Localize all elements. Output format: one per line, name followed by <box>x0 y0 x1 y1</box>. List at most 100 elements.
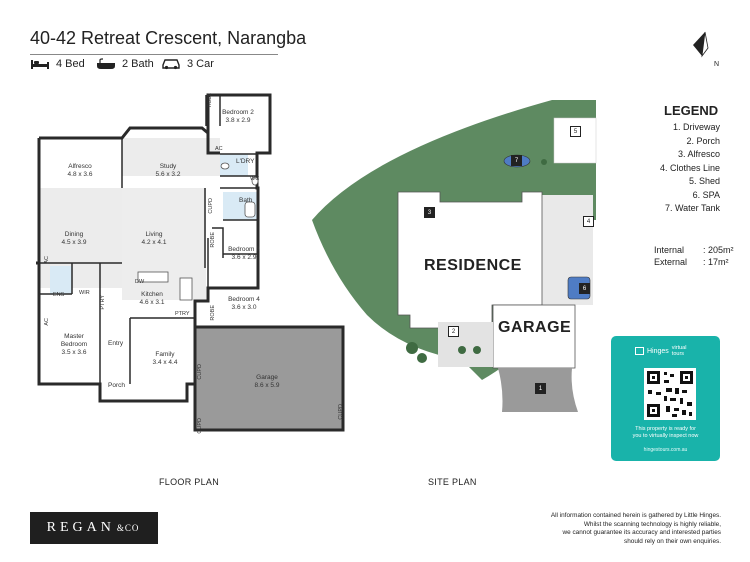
dishwasher-label: DW <box>135 279 145 285</box>
master-size: 3.5 x 3.6 <box>61 349 87 356</box>
robe-label-2: ROBE <box>210 232 216 248</box>
legend-item: 6. SPA <box>692 189 720 200</box>
bedroom3-label: Bedroom 3 3.6 x 2.9 <box>224 246 264 262</box>
marker-alfresco: 3 <box>424 207 435 218</box>
ensuite-label: ENS <box>53 292 65 298</box>
garage-room-name: Garage <box>256 374 278 381</box>
bedroom4-label: Bedroom 4 3.6 x 3.0 <box>224 296 264 312</box>
car-icon <box>162 59 180 70</box>
study-label: Study 5.6 x 3.2 <box>148 163 188 179</box>
ac-label-3: AC <box>44 318 50 326</box>
family-size: 3.4 x 4.4 <box>152 359 178 366</box>
disclaimer-line: Whilst the scanning technology is highly… <box>583 520 721 528</box>
tour-brand-name: Hinges <box>647 347 669 355</box>
legend-title: LEGEND <box>664 103 719 118</box>
kitchen-name: Kitchen <box>141 291 163 298</box>
study-size: 5.6 x 3.2 <box>155 171 181 178</box>
dining-name: Dining <box>64 231 84 238</box>
tour-caption-line-1: This property is ready for <box>635 426 696 432</box>
kitchen-size: 4.6 x 3.1 <box>139 299 165 306</box>
legend-item: 5. Shed <box>688 176 720 186</box>
external-area-label: External <box>654 257 688 267</box>
living-name: Living <box>145 231 163 238</box>
bedroom2-name: Bedroom 2 <box>222 109 254 116</box>
disclaimer-line: we cannot guarantee its accuracy and int… <box>562 529 721 537</box>
tour-url[interactable]: hingestours.com.au <box>643 447 688 453</box>
bedroom4-size: 3.6 x 3.0 <box>231 304 257 311</box>
bed-count-label: 4 Bed <box>56 58 85 70</box>
legend-item: 2. Porch <box>686 135 720 146</box>
floor-plan <box>36 93 345 432</box>
virtual-tour-card[interactable]: Hinges virtual tours This property is re… <box>611 336 720 461</box>
wc-label: WC <box>250 176 260 182</box>
marker-porch: 2 <box>448 326 459 337</box>
title-divider <box>30 54 278 55</box>
family-name: Family <box>155 351 175 358</box>
qr-code-icon <box>644 368 696 420</box>
site-plan-caption: SITE PLAN <box>428 477 477 487</box>
laundry-label: L'DRY <box>236 158 255 165</box>
disclaimer-line: All information contained herein is gath… <box>550 512 721 519</box>
master-name: Master <box>64 333 84 340</box>
area-summary: Internal : 205m² External : 17m² <box>654 244 734 268</box>
alfresco-size: 4.8 x 3.6 <box>67 171 93 178</box>
bedroom3-name: Bedroom 3 <box>228 246 260 253</box>
bedroom3-size: 3.6 x 2.9 <box>231 254 257 261</box>
marker-shed: 5 <box>570 126 581 137</box>
alfresco-label: Alfresco 4.8 x 3.6 <box>60 163 100 179</box>
tour-caption-line-2: you to virtually inspect now <box>632 433 699 439</box>
porch-label: Porch <box>108 382 125 389</box>
bath-count-label: 2 Bath <box>122 58 154 70</box>
bedroom2-label: Bedroom 2 3.8 x 2.9 <box>218 109 258 125</box>
internal-area-label: Internal <box>654 245 685 255</box>
marker-spa: 6 <box>579 283 590 294</box>
residence-label: RESIDENCE <box>424 257 522 274</box>
bath-count: 2 Bath <box>96 58 154 70</box>
site-plan <box>312 100 597 412</box>
marker-clothes-line: 4 <box>583 216 594 227</box>
living-label: Living 4.2 x 4.1 <box>136 231 172 247</box>
wir-label: WIR <box>79 290 90 296</box>
entry-label: Entry <box>108 340 124 347</box>
external-area-value: : 17m² <box>703 257 729 267</box>
cupboard-label: CUPD <box>208 198 214 214</box>
master-bedroom-label: Master Bedroom 3.5 x 3.6 <box>52 333 96 357</box>
pantry-label: PTRY <box>175 311 190 317</box>
garage-room-size: 8.6 x 5.9 <box>254 382 280 389</box>
property-address: 40-42 Retreat Crescent, Narangba <box>30 28 307 48</box>
floor-plan-caption: FLOOR PLAN <box>159 477 220 487</box>
tour-brand-tag: virtual tours <box>671 345 687 357</box>
bedroom4-name: Bedroom 4 <box>228 296 260 303</box>
dining-label: Dining 4.5 x 3.9 <box>56 231 92 247</box>
agency-logo-name: REGAN <box>46 520 115 535</box>
living-size: 4.2 x 4.1 <box>141 239 167 246</box>
disclaimer: All information contained herein is gath… <box>461 512 721 546</box>
north-arrow-icon <box>693 31 709 58</box>
ac-label-1: AC <box>215 146 223 152</box>
legend-item: 1. Driveway <box>672 122 720 132</box>
bath-icon <box>97 58 115 69</box>
pantry-label-2: PTRY <box>100 295 106 310</box>
disclaimer-line: should rely on their own enquiries. <box>624 537 721 545</box>
agency-logo: REGAN &CO <box>30 512 158 544</box>
legend-item: 7. Water Tank <box>664 203 720 213</box>
cupboard-label-2: CUPD <box>197 364 203 380</box>
bed-count: 4 Bed <box>30 58 85 70</box>
car-count-label: 3 Car <box>187 58 214 70</box>
garage-room-label: Garage 8.6 x 5.9 <box>247 374 287 390</box>
ac-label-2: AC <box>44 256 50 264</box>
family-label: Family 3.4 x 4.4 <box>145 351 185 367</box>
agency-logo-amp: &CO <box>116 523 140 533</box>
legend-item: 3. Alfresco <box>677 149 720 159</box>
internal-area-value: : 205m² <box>703 245 734 255</box>
cupboard-label-3: CUPD <box>197 418 203 434</box>
tour-brand: Hinges virtual tours <box>635 345 698 357</box>
bed-icon <box>31 60 49 69</box>
hinges-logo-icon <box>635 347 644 355</box>
master-name-2: Bedroom <box>60 341 88 348</box>
bedroom2-size: 3.8 x 2.9 <box>225 117 251 124</box>
robe-label-3: ROBE <box>210 305 216 321</box>
car-count: 3 Car <box>161 58 214 70</box>
tour-caption: This property is ready for you to virtua… <box>611 426 720 440</box>
dining-size: 4.5 x 3.9 <box>61 239 87 246</box>
